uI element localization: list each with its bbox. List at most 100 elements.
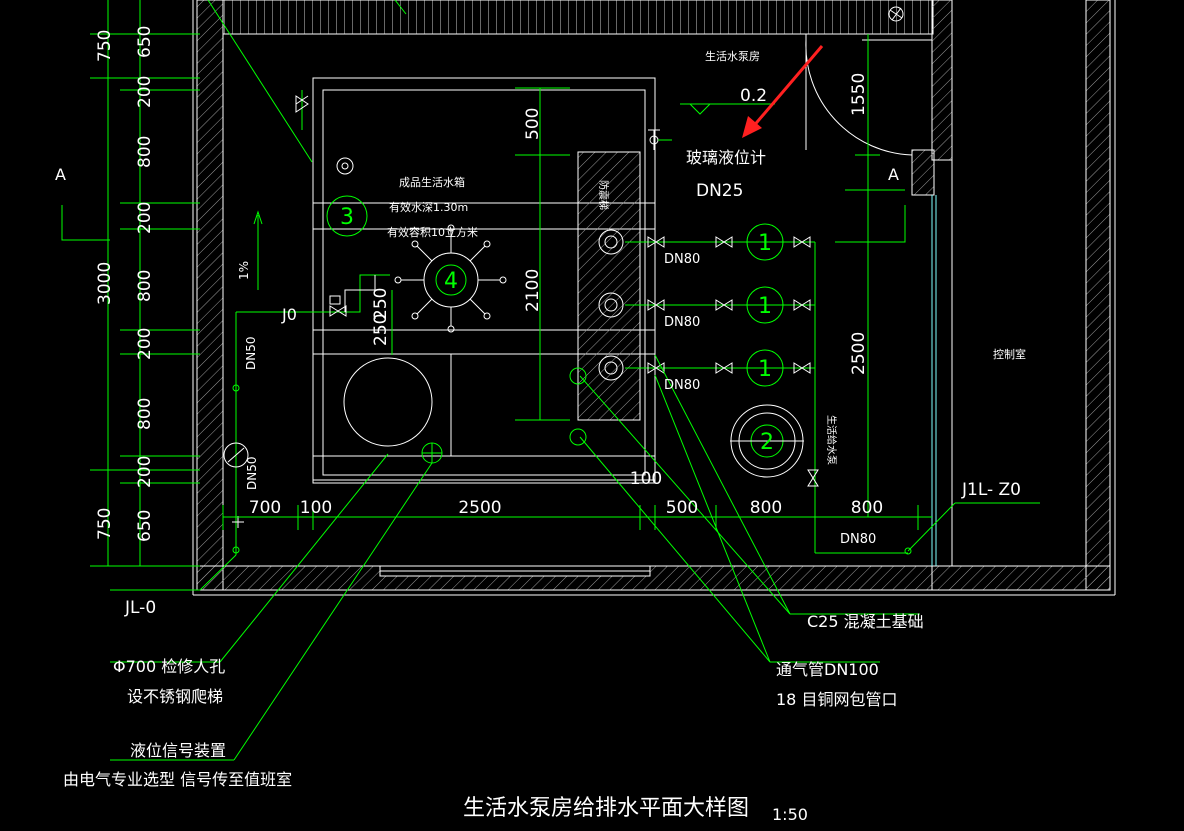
vent-pipe-2-icon	[569, 428, 587, 446]
annotation-signal-1: 液位信号装置	[130, 741, 226, 760]
svg-text:650: 650	[135, 26, 155, 58]
walls	[192, 0, 1116, 596]
section-label-right: A	[888, 165, 899, 184]
ladder-band	[577, 151, 641, 421]
inlet-icon	[336, 157, 354, 175]
svg-text:2500: 2500	[458, 498, 501, 518]
tag-circle-1b	[746, 286, 784, 324]
vent-pipe-1-icon	[569, 367, 587, 385]
leader-vent	[579, 436, 771, 663]
label-dn80-d: DN80	[840, 532, 876, 547]
svg-text:250: 250	[371, 314, 391, 346]
beam-2	[312, 329, 656, 355]
tag-3-text: 3	[340, 205, 354, 230]
tag-4-text: 4	[444, 269, 458, 294]
left-dim-ticks	[90, 33, 200, 567]
ladder-label: 防震梯	[597, 180, 610, 210]
water-meter-icon	[223, 442, 249, 468]
inlet-valve-icon	[295, 95, 309, 113]
label-j0: J0	[281, 305, 297, 324]
room-label-control: 控制室	[993, 347, 1026, 361]
svg-text:500: 500	[666, 498, 698, 518]
left-wall	[196, 0, 224, 591]
svg-text:800: 800	[135, 136, 155, 168]
tag-1c-text: 1	[758, 357, 772, 382]
svg-text:100: 100	[630, 469, 662, 489]
tank-depth: 有效水深1.30m	[389, 200, 468, 214]
tank-inner	[322, 89, 646, 476]
door-jamb	[911, 149, 935, 196]
leader-jl0	[199, 554, 237, 591]
leader-concrete	[579, 375, 791, 615]
bottom-wall-right	[931, 565, 1111, 591]
label-dn50-a: DN50	[244, 337, 258, 371]
label-level: 0.2	[740, 86, 767, 106]
section-label-left: A	[55, 165, 66, 184]
annotation-manhole-2: 设不锈钢爬梯	[127, 687, 223, 706]
annotation-level-gauge: 玻璃液位计	[686, 148, 766, 167]
tag-1a-text: 1	[758, 231, 772, 256]
svg-text:250: 250	[371, 288, 391, 320]
floor-drain-icon	[888, 6, 904, 22]
water-tank	[312, 77, 656, 484]
drawing-scale: 1:50	[772, 805, 808, 824]
bottom-dimensions: 700 100 2500 100 500 800 800	[249, 469, 883, 518]
manhole-icon	[343, 357, 433, 447]
label-dn80-a: DN80	[664, 252, 700, 267]
leader-j1l	[907, 502, 956, 552]
tank-dimensions: 500 2100 250 250	[371, 108, 543, 346]
beam-3	[312, 455, 656, 481]
annotation-signal-2: 由电气专业选型 信号传至值班室	[63, 770, 292, 789]
pipework	[61, 0, 1040, 761]
svg-text:650: 650	[135, 510, 155, 542]
svg-text:2100: 2100	[523, 269, 543, 312]
right-wall	[1085, 0, 1111, 591]
tag-circle-1a	[746, 223, 784, 261]
label-dn80-b: DN80	[664, 315, 700, 330]
svg-text:750: 750	[95, 508, 115, 540]
label-dn25: DN25	[696, 181, 743, 201]
svg-text:100: 100	[300, 498, 332, 518]
leader-manhole	[219, 453, 389, 663]
supply-pipe	[207, 0, 313, 163]
annotation-manhole-1: Φ700 检修人孔	[113, 657, 225, 676]
svg-text:3000: 3000	[95, 262, 115, 305]
svg-text:500: 500	[523, 108, 543, 140]
svg-text:800: 800	[851, 498, 883, 518]
tag-circle-1c	[746, 349, 784, 387]
section-mark-right	[835, 205, 906, 243]
right-dimensions: 1550 2500	[849, 73, 869, 375]
svg-text:800: 800	[135, 398, 155, 430]
tag-2-text: 2	[760, 430, 774, 455]
svg-text:700: 700	[249, 498, 281, 518]
label-dn80-c: DN80	[664, 378, 700, 393]
pump-valves	[647, 236, 819, 487]
svg-text:750: 750	[95, 30, 115, 62]
tank-outline	[312, 77, 656, 484]
left-dimensions: 750 650 200 800 200 3000 800 200 800 200…	[95, 26, 155, 542]
tag-1b-text: 1	[758, 294, 772, 319]
label-slope: 1%	[237, 261, 251, 280]
label-j1l-z0: J1L- Z0	[961, 480, 1021, 500]
annotation-vent-2: 18 目铜网包管口	[776, 690, 897, 709]
svg-text:1550: 1550	[849, 73, 869, 116]
tank-volume: 有效容积10立方米	[387, 225, 478, 239]
red-arrow-icon	[742, 45, 824, 138]
svg-text:200: 200	[135, 76, 155, 108]
tank-title: 成品生活水箱	[399, 175, 465, 189]
svg-text:800: 800	[135, 270, 155, 302]
tag-circle-4	[435, 264, 467, 296]
gate-valve-icon	[329, 305, 347, 317]
room-label-pump: 生活水泵房	[705, 49, 760, 63]
tag-circle-3	[326, 195, 368, 237]
label-side: 生活给水泵	[825, 415, 838, 465]
svg-text:200: 200	[135, 456, 155, 488]
mid-wall-upper	[931, 0, 953, 161]
annotation-concrete: C25 混凝土基础	[807, 612, 924, 631]
beam-1	[312, 202, 656, 230]
valve-box-icon	[329, 295, 341, 305]
section-mark-left	[61, 205, 110, 241]
bottom-dim-ticks	[222, 505, 919, 530]
top-wall	[222, 0, 934, 35]
